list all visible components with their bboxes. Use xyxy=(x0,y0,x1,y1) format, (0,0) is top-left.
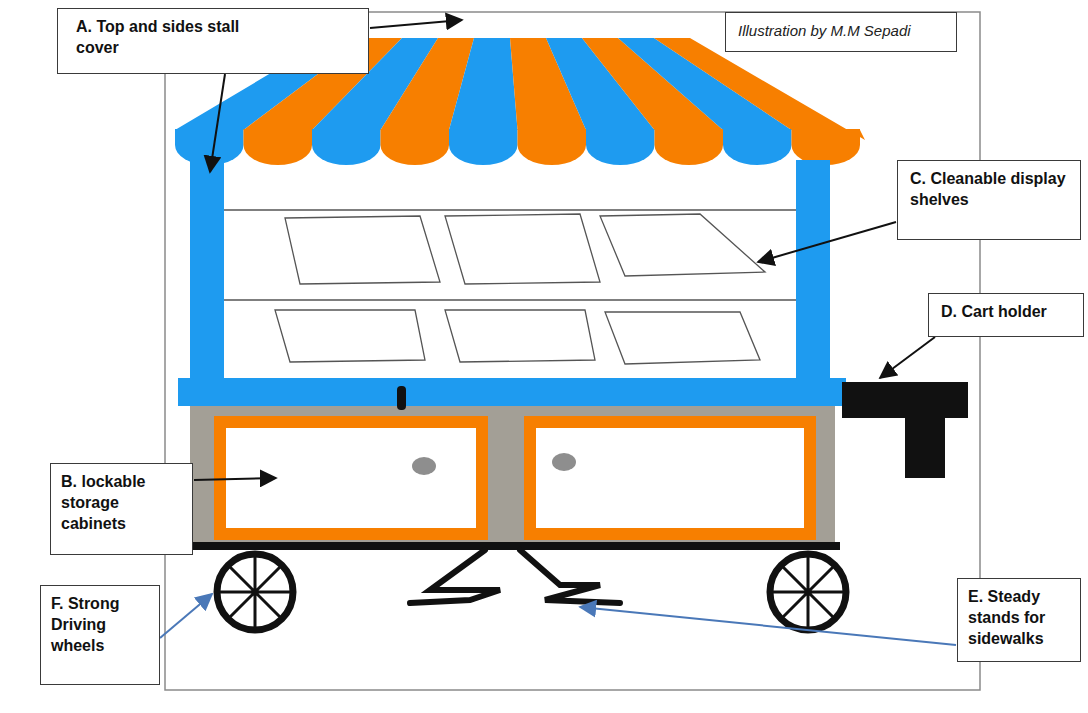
shelf-tray xyxy=(445,310,595,362)
callout-text: B. lockable storage cabinets xyxy=(61,472,184,534)
callout-text: D. Cart holder xyxy=(941,302,1075,323)
cover-scallop xyxy=(175,129,244,165)
wheel xyxy=(770,554,846,630)
cabinet-door xyxy=(530,422,810,534)
cover-scallop xyxy=(380,129,449,165)
base-bar xyxy=(190,542,840,550)
leader-line xyxy=(758,222,896,262)
shelf-tray xyxy=(275,310,425,362)
leader-line xyxy=(370,20,462,28)
shelf-tray xyxy=(605,312,760,364)
cart-holder xyxy=(842,382,968,478)
leader-line xyxy=(880,337,935,378)
cover-scallop xyxy=(655,129,724,165)
wheel-spokes xyxy=(217,554,293,630)
illustration-frame xyxy=(165,12,980,690)
leader-line xyxy=(580,607,956,645)
door-knob xyxy=(412,457,436,475)
display-shelves xyxy=(224,210,796,364)
stands xyxy=(410,550,620,603)
callout-text: A. Top and sides stall cover xyxy=(76,17,251,59)
callout-box: D. Cart holder xyxy=(928,293,1084,337)
callout-text: F. Strong Driving wheels xyxy=(51,594,151,656)
leader-line xyxy=(160,594,212,638)
callout-box: F. Strong Driving wheels xyxy=(40,585,160,685)
wheel xyxy=(217,554,293,630)
cover-stripe xyxy=(654,38,865,140)
wheel-rim xyxy=(770,554,846,630)
callout-box: B. lockable storage cabinets xyxy=(50,463,193,555)
counter-latch xyxy=(397,386,406,410)
shelf-line xyxy=(224,209,796,210)
callout-text: E. Steady stands for sidewalks xyxy=(968,587,1072,649)
door-knob xyxy=(552,453,576,471)
leader-lines xyxy=(160,20,956,645)
cover-scallop xyxy=(244,129,313,165)
callout-text: Illustration by M.M Sepadi xyxy=(738,21,948,41)
credit-box: Illustration by M.M Sepadi xyxy=(725,12,957,52)
shelf-tray xyxy=(445,214,600,284)
callout-text: C. Cleanable display shelves xyxy=(910,169,1070,211)
cover-stripe xyxy=(449,38,518,130)
leader-line xyxy=(194,478,276,480)
stand xyxy=(520,550,620,603)
cover-scallop xyxy=(586,129,655,165)
callout-box: C. Cleanable display shelves xyxy=(897,160,1081,240)
callout-box: A. Top and sides stall cover xyxy=(57,8,369,74)
cover-scallop xyxy=(312,129,381,165)
wheel-rim xyxy=(217,554,293,630)
cover-scallop xyxy=(518,129,587,165)
wheel-spokes xyxy=(770,554,846,630)
counter-top xyxy=(178,378,846,406)
cabinet-body xyxy=(190,405,835,545)
cover-scallop xyxy=(449,129,518,165)
shelf-line xyxy=(224,299,796,300)
callout-box: E. Steady stands for sidewalks xyxy=(957,578,1081,662)
cover-scallop xyxy=(723,129,792,165)
stand xyxy=(410,550,500,603)
cover-scallop xyxy=(792,129,861,165)
leader-line xyxy=(210,74,225,172)
shelf-tray xyxy=(285,216,440,284)
shelf-tray xyxy=(600,214,765,276)
